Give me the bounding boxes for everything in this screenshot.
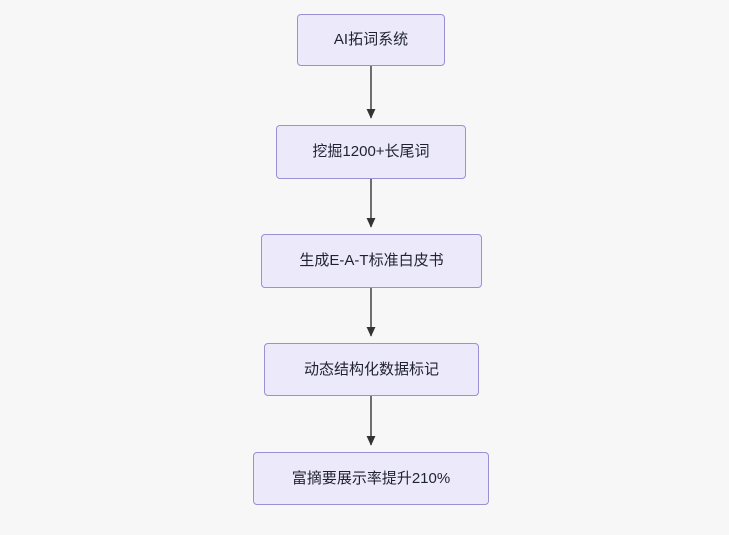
- node-label: 富摘要展示率提升210%: [291, 469, 451, 487]
- node-label: 动态结构化数据标记: [303, 360, 439, 378]
- node-ai-keyword-system[interactable]: AI拓词系统: [297, 14, 445, 66]
- node-rich-snippet-impression-uplift[interactable]: 富摘要展示率提升210%: [253, 452, 489, 505]
- node-label: AI拓词系统: [333, 31, 409, 48]
- node-label: 生成E-A-T标准白皮书: [299, 252, 444, 269]
- node-dynamic-structured-data-markup[interactable]: 动态结构化数据标记: [264, 343, 479, 396]
- node-generate-eat-whitepaper[interactable]: 生成E-A-T标准白皮书: [261, 234, 482, 288]
- node-mine-longtail-keywords[interactable]: 挖掘1200+长尾词: [276, 125, 466, 179]
- node-label: 挖掘1200+长尾词: [312, 143, 430, 160]
